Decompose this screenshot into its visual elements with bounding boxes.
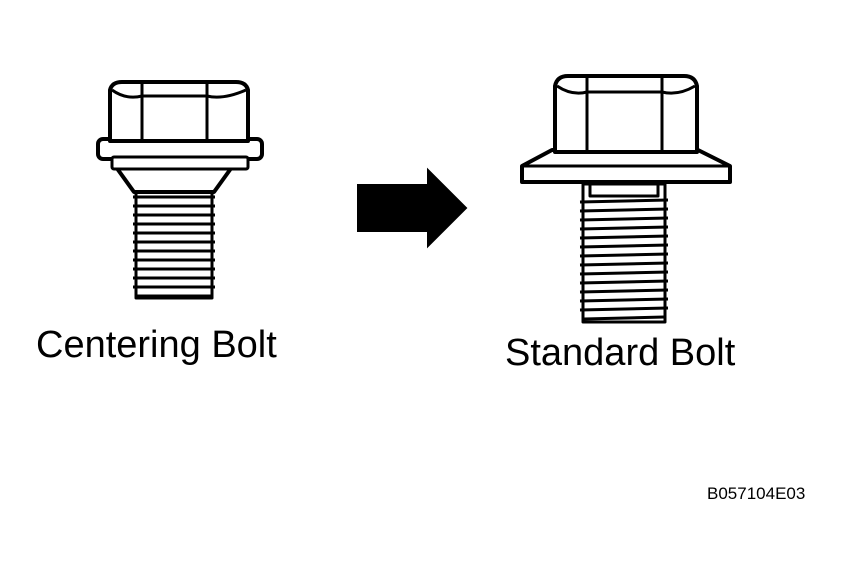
standard-bolt-hex-head [553,74,699,154]
standard-bolt-label: Standard Bolt [505,332,736,374]
standard-bolt-threads [579,182,669,324]
centering-bolt-hex-head [108,80,250,143]
arrow-right-icon [357,167,468,249]
standard-bolt-illustration [520,74,732,324]
centering-bolt-label: Centering Bolt [36,324,277,366]
centering-bolt-threads [133,188,215,300]
centering-bolt-flange-lower [110,155,250,171]
centering-bolt-cone [114,165,234,194]
figure-code: B057104E03 [707,484,806,503]
centering-bolt-illustration [96,80,264,300]
